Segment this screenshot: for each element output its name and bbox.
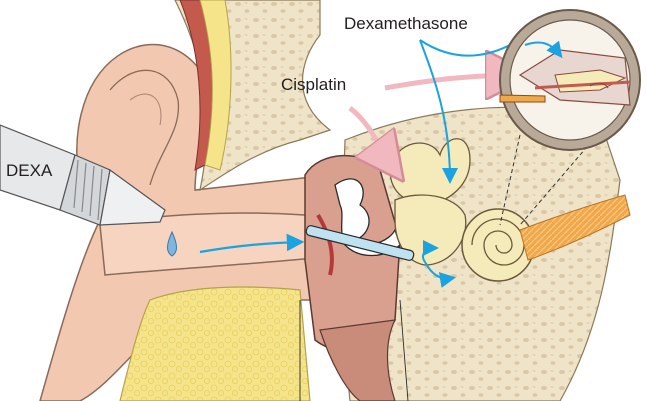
label-cisplatin: Cisplatin	[281, 76, 346, 93]
lower-fat-region	[120, 287, 310, 401]
label-dexamethasone: Dexamethasone	[344, 15, 468, 32]
cochlea-icon	[462, 209, 534, 281]
zoom-circle-icon	[500, 10, 640, 150]
eustachian-tube	[320, 320, 395, 401]
dexamethasone-line-zoom	[420, 40, 510, 56]
label-dexa: DEXA	[6, 162, 52, 179]
